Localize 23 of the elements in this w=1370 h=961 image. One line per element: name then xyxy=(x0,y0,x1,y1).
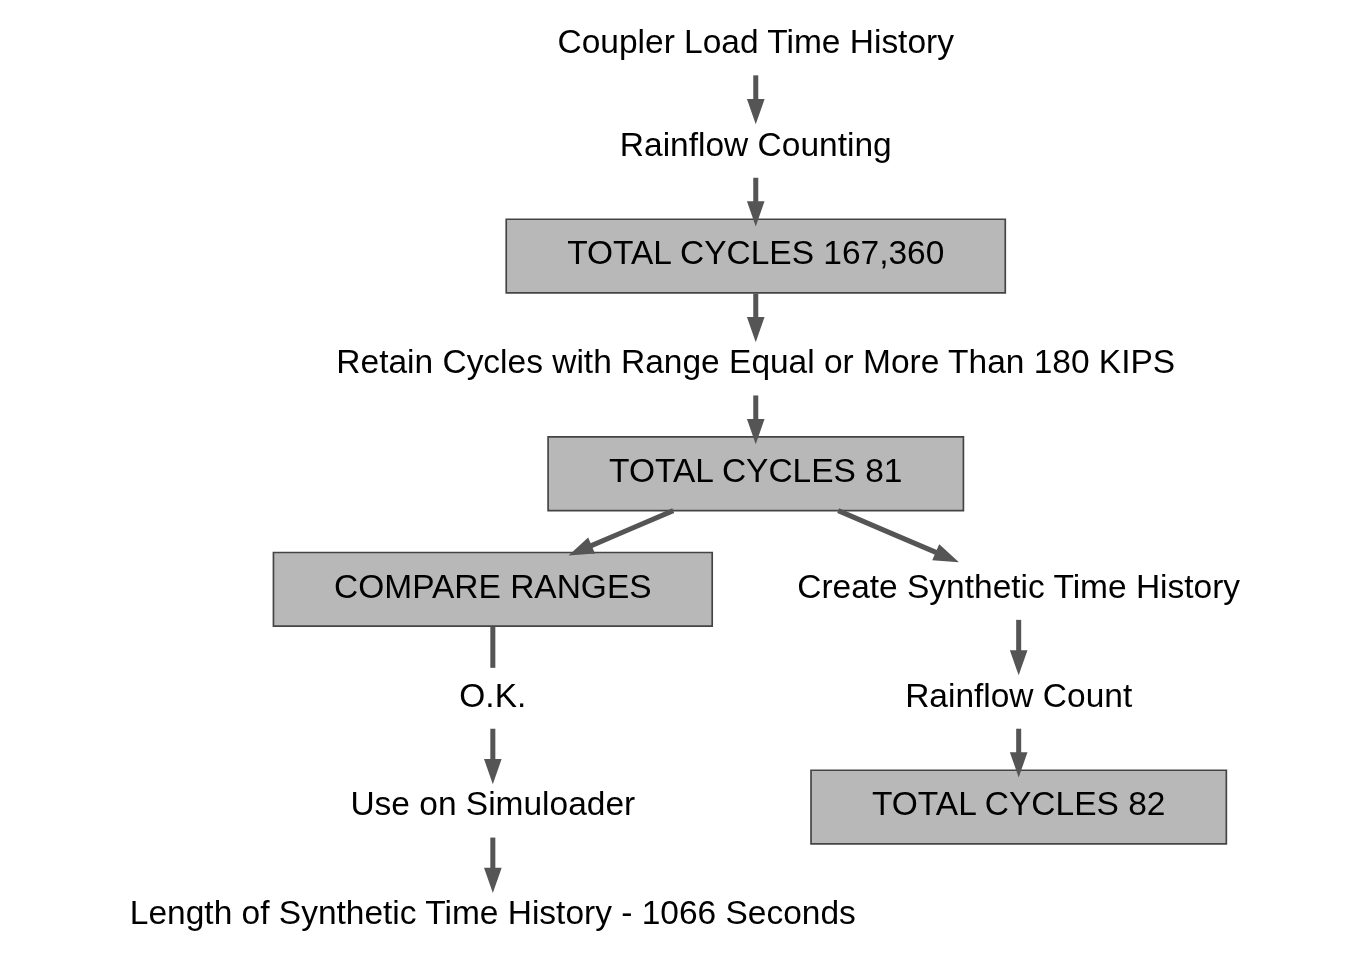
arrow xyxy=(568,508,675,556)
node-text: Retain Cycles with Range Equal or More Than 180 KIPS xyxy=(336,343,1176,381)
arrow xyxy=(746,395,765,445)
node-text: Coupler Load Time History xyxy=(557,23,954,61)
node-text: Length of Synthetic Time History - 1066 Seconds xyxy=(129,894,856,932)
node-text: Use on Simuloader xyxy=(350,785,636,823)
node-text: Create Synthetic Time History xyxy=(797,567,1241,605)
node-text: Rainflow Counting xyxy=(619,125,892,163)
arrow xyxy=(484,837,502,894)
arrow xyxy=(1009,728,1028,778)
node-box: TOTAL CYCLES 167,360 xyxy=(505,218,1007,294)
arrow xyxy=(746,293,765,343)
node-box: COMPARE RANGES xyxy=(272,551,714,628)
node-box: TOTAL CYCLES 82 xyxy=(810,769,1228,845)
connector xyxy=(490,626,496,668)
arrow xyxy=(746,75,765,125)
node-text: Rainflow Count xyxy=(905,676,1133,714)
node-box: TOTAL CYCLES 81 xyxy=(547,436,965,512)
arrow xyxy=(1009,619,1028,676)
arrow xyxy=(837,508,959,563)
arrow xyxy=(484,728,502,785)
arrow xyxy=(746,177,765,227)
node-text: O.K. xyxy=(459,676,527,714)
